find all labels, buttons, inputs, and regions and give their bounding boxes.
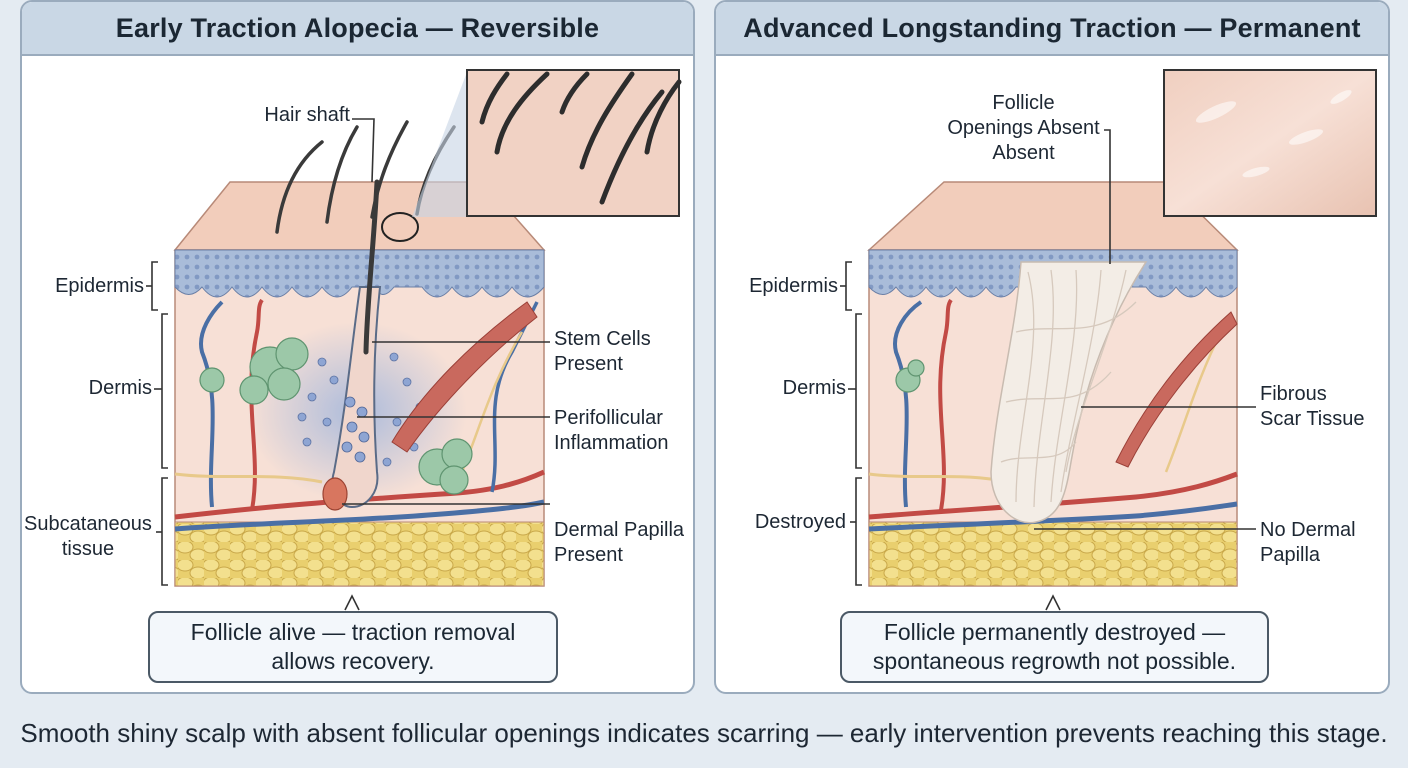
- fibrous-scar-label-line2: Scar Tissue: [1260, 408, 1365, 430]
- fibrous-scar-label-line1: Fibrous: [1260, 383, 1327, 405]
- fat-layer: [868, 521, 1238, 587]
- stem-cells-label-line2: Present: [554, 353, 623, 375]
- dermis-label: Dermis: [782, 377, 846, 399]
- follicle-openings-label: Follicle Openings Absent Absent: [916, 91, 1131, 166]
- early-callout-line2: allows recovery.: [271, 648, 435, 674]
- inflammation-label-line2: Inflammation: [554, 432, 669, 454]
- stem-cells-label-line1: Stem Cells: [554, 328, 651, 350]
- advanced-panel-title: Advanced Longstanding Traction — Permane…: [716, 2, 1388, 56]
- epidermis-label: Epidermis: [55, 275, 144, 297]
- no-dermal-papilla-label-line1: No Dermal: [1260, 519, 1356, 541]
- fibrous-scar-label: Fibrous Scar Tissue: [1260, 382, 1364, 432]
- follicle-openings-label-line1: Follicle: [992, 92, 1055, 114]
- advanced-callout: Follicle permanently destroyed — spontan…: [840, 611, 1269, 683]
- early-panel-title: Early Traction Alopecia — Reversible: [22, 2, 693, 56]
- fat-layer: [174, 521, 545, 587]
- stem-cells-label: Stem Cells Present: [554, 327, 651, 377]
- no-dermal-papilla-label: No Dermal Papilla: [1260, 518, 1356, 568]
- early-callout-line1: Follicle alive — traction removal: [190, 619, 516, 645]
- epidermis-layer: [174, 249, 545, 298]
- no-dermal-papilla-label-line2: Papilla: [1260, 544, 1321, 566]
- advanced-callout-line2: spontaneous regrowth not possible.: [872, 648, 1237, 674]
- destroyed-label: Destroyed: [754, 511, 846, 533]
- early-callout: Follicle alive — traction removal allows…: [148, 611, 558, 683]
- dermal-papilla-label: Dermal Papilla Present: [554, 518, 684, 568]
- hair-shaft-label: Hair shaft: [264, 104, 350, 126]
- dermal-papilla: [322, 477, 348, 511]
- dermal-papilla-label-line1: Dermal Papilla: [554, 519, 685, 541]
- dermis-label: Dermis: [88, 377, 152, 399]
- early-skin-diagram: [146, 69, 682, 611]
- follicle-openings-label-line3: Absent: [992, 142, 1055, 164]
- subcutaneous-label: Subcataneous tissue: [22, 512, 154, 562]
- advanced-callout-line1: Follicle permanently destroyed —: [883, 619, 1226, 645]
- advanced-traction-panel: Advanced Longstanding Traction — Permane…: [714, 0, 1390, 694]
- epidermis-label: Epidermis: [749, 275, 838, 297]
- dermal-papilla-label-line2: Present: [554, 544, 623, 566]
- subcutaneous-label-line1: Subcataneous: [24, 513, 152, 535]
- subcutaneous-label-line2: tissue: [61, 538, 115, 560]
- footer-caption: Smooth shiny scalp with absent follicula…: [20, 717, 1388, 748]
- inflammation-label: Perifollicular Inflammation: [554, 406, 669, 456]
- follicle-openings-label-line2: Openings Absent: [947, 117, 1100, 139]
- advanced-skin-diagram: [840, 69, 1377, 611]
- inflammation-label-line1: Perifollicular: [554, 407, 663, 429]
- early-traction-panel: Early Traction Alopecia — Reversible: [20, 0, 695, 694]
